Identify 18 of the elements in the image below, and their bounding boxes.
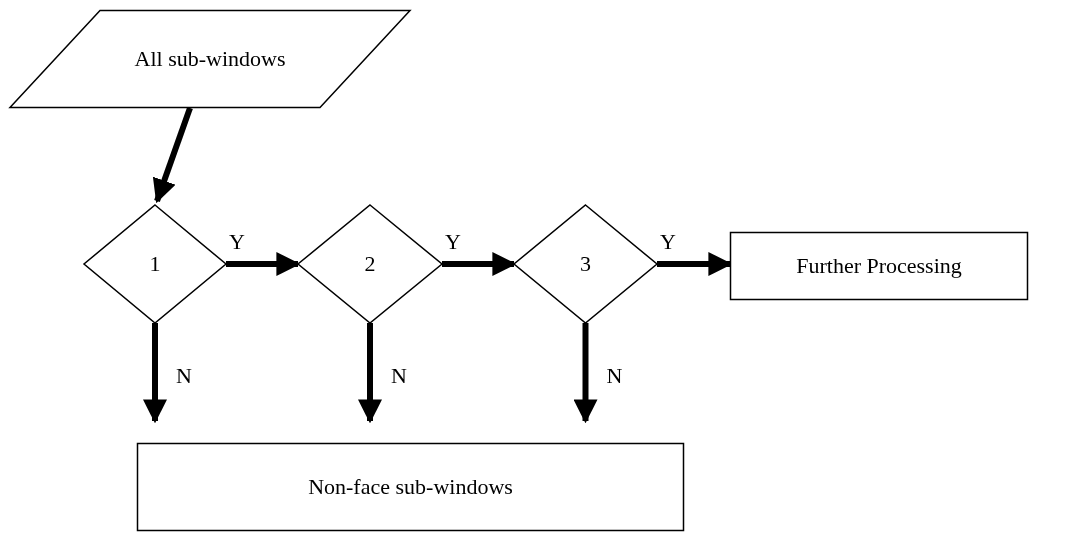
- arrow: [442, 252, 517, 276]
- arrow: [152, 107, 193, 204]
- arrow: [358, 323, 382, 424]
- arrow: [226, 252, 301, 276]
- node-label: All sub-windows: [134, 46, 286, 72]
- decision-diamond: [514, 205, 657, 323]
- decision-diamond: [298, 205, 442, 323]
- node-label: Further Processing: [796, 253, 962, 279]
- arrow: [573, 323, 598, 424]
- decision-diamond: [84, 205, 226, 323]
- input-parallelogram: [10, 10, 410, 108]
- node-label: 3: [580, 251, 591, 277]
- node-label: 1: [149, 251, 161, 277]
- process-box: [137, 443, 684, 531]
- node-label: Non-face sub-windows: [308, 474, 513, 500]
- process-box: [730, 232, 1028, 300]
- node-label: 2: [364, 251, 376, 277]
- arrow: [143, 323, 167, 424]
